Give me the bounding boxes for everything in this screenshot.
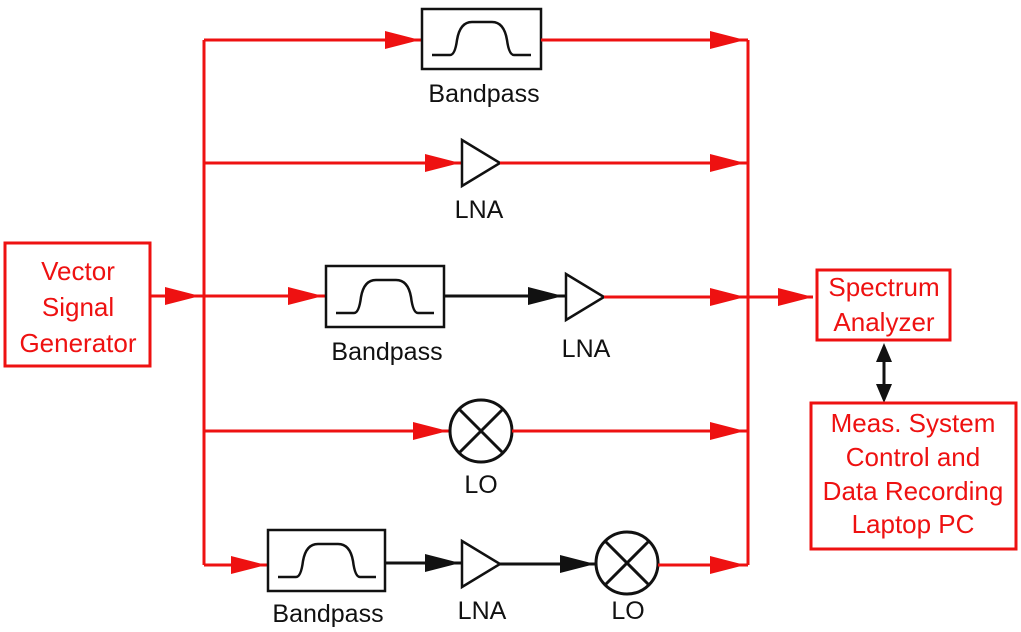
lna-label: LNA bbox=[562, 335, 611, 363]
path-bandpass-lna: Bandpass LNA bbox=[204, 264, 813, 366]
generator-output-arrow bbox=[165, 287, 200, 305]
bandpass-label: Bandpass bbox=[428, 80, 539, 108]
bandpass-label: Bandpass bbox=[272, 600, 383, 628]
bandpass-filter-icon bbox=[266, 528, 387, 593]
bandpass-label: Bandpass bbox=[331, 338, 442, 366]
path-bandpass: Bandpass bbox=[204, 7, 748, 108]
path-bandpass-lna-lo: Bandpass LNA LO bbox=[204, 528, 748, 628]
controller-label-line-4: Laptop PC bbox=[852, 509, 975, 539]
lo-label: LO bbox=[611, 597, 644, 625]
lna-label: LNA bbox=[458, 597, 507, 625]
analyzer-controller-link bbox=[876, 343, 892, 403]
measurement-control-laptop-block: Meas. System Control and Data Recording … bbox=[809, 401, 1018, 551]
path-lo: LO bbox=[204, 398, 748, 499]
amplifier-triangle-icon bbox=[564, 271, 607, 323]
controller-label-line-2: Control and bbox=[846, 442, 980, 472]
generator-label-line-1: Vector bbox=[41, 256, 115, 286]
analyzer-label-line-1: Spectrum bbox=[828, 272, 939, 302]
analyzer-label-line-2: Analyzer bbox=[833, 307, 934, 337]
signal-bus bbox=[150, 40, 750, 565]
amplifier-triangle-icon bbox=[460, 538, 503, 590]
path-lna: LNA bbox=[204, 137, 748, 224]
mixer-cross-circle-icon bbox=[594, 530, 660, 596]
lna-label: LNA bbox=[455, 196, 504, 224]
amplifier-triangle-icon bbox=[460, 137, 503, 189]
vector-signal-generator-block: Vector Signal Generator bbox=[3, 241, 152, 368]
lo-label: LO bbox=[464, 471, 497, 499]
mixer-cross-circle-icon bbox=[448, 398, 514, 464]
controller-label-line-3: Data Recording bbox=[823, 476, 1004, 506]
bandpass-filter-icon bbox=[324, 264, 446, 329]
controller-label-line-1: Meas. System bbox=[831, 408, 996, 438]
generator-label-line-3: Generator bbox=[19, 328, 136, 358]
bandpass-filter-icon bbox=[420, 7, 543, 71]
generator-label-line-2: Signal bbox=[42, 292, 114, 322]
spectrum-analyzer-block: Spectrum Analyzer bbox=[815, 268, 952, 342]
